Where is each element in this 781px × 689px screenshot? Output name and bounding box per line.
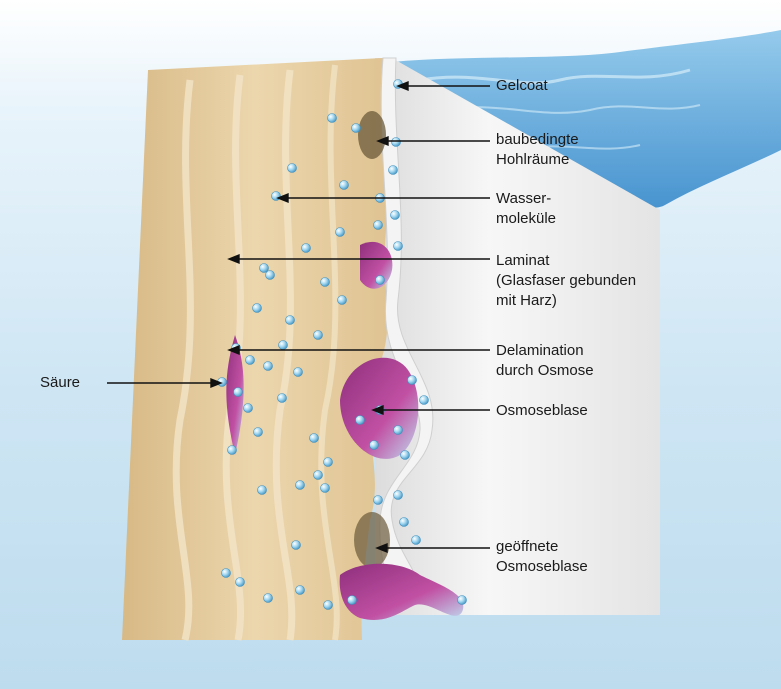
label-gelcoat: Gelcoat — [496, 76, 548, 96]
label-wassermolekuele: Wasser- moleküle — [496, 189, 556, 229]
cavity-top — [358, 111, 386, 159]
cavity-bottom — [354, 512, 390, 568]
label-osmoseblase: Osmoseblase — [496, 401, 588, 421]
label-saeure: Säure — [40, 373, 80, 393]
label-laminat: Laminat (Glasfaser gebunden mit Harz) — [496, 251, 636, 311]
label-delamination: Delamination durch Osmose — [496, 341, 594, 381]
label-hohlraeume: baubedingte Hohlräume — [496, 130, 579, 170]
label-geoeffnete-osmoseblase: geöffnete Osmoseblase — [496, 537, 588, 577]
laminate-block — [122, 58, 387, 640]
